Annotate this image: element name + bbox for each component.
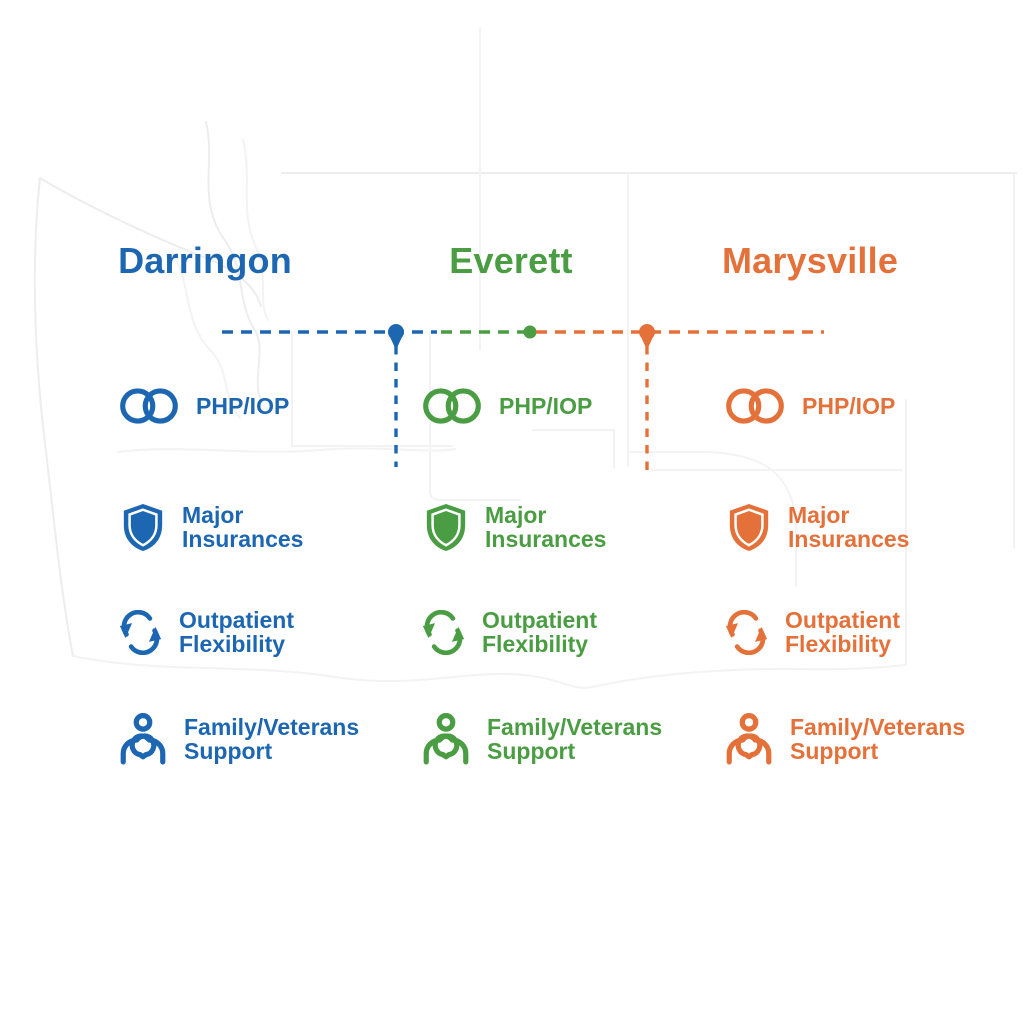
darringon-map-pin	[388, 324, 404, 340]
feature-label: PHP/IOP	[196, 393, 290, 419]
column-title-marysville: Marysville	[721, 240, 899, 281]
person-support-icon	[724, 713, 774, 765]
person-support-icon	[118, 713, 168, 765]
cycle-arrows-icon	[421, 609, 466, 655]
shield-icon	[423, 501, 469, 553]
feature-php-iop: PHP/IOP	[421, 381, 592, 431]
feature-php-iop: PHP/IOP	[118, 381, 289, 431]
feature-label: PHP/IOP	[802, 393, 896, 419]
person-support-icon	[421, 713, 471, 765]
feature-php-iop: PHP/IOP	[724, 381, 895, 431]
everett-timeline-segment	[441, 325, 537, 339]
cycle-arrows-icon	[724, 609, 769, 655]
everett-dot	[523, 325, 537, 339]
shield-icon	[120, 501, 166, 553]
interlocked-rings-icon	[724, 383, 786, 429]
marysville-map-pin	[639, 324, 655, 340]
cycle-arrows-icon	[118, 609, 163, 655]
interlocked-rings-icon	[118, 383, 180, 429]
feature-label: PHP/IOP	[499, 393, 593, 419]
shield-icon	[726, 501, 772, 553]
column-title-everett: Everett	[449, 240, 573, 281]
column-title-darringon: Darringon	[118, 240, 292, 281]
interlocked-rings-icon	[421, 383, 483, 429]
